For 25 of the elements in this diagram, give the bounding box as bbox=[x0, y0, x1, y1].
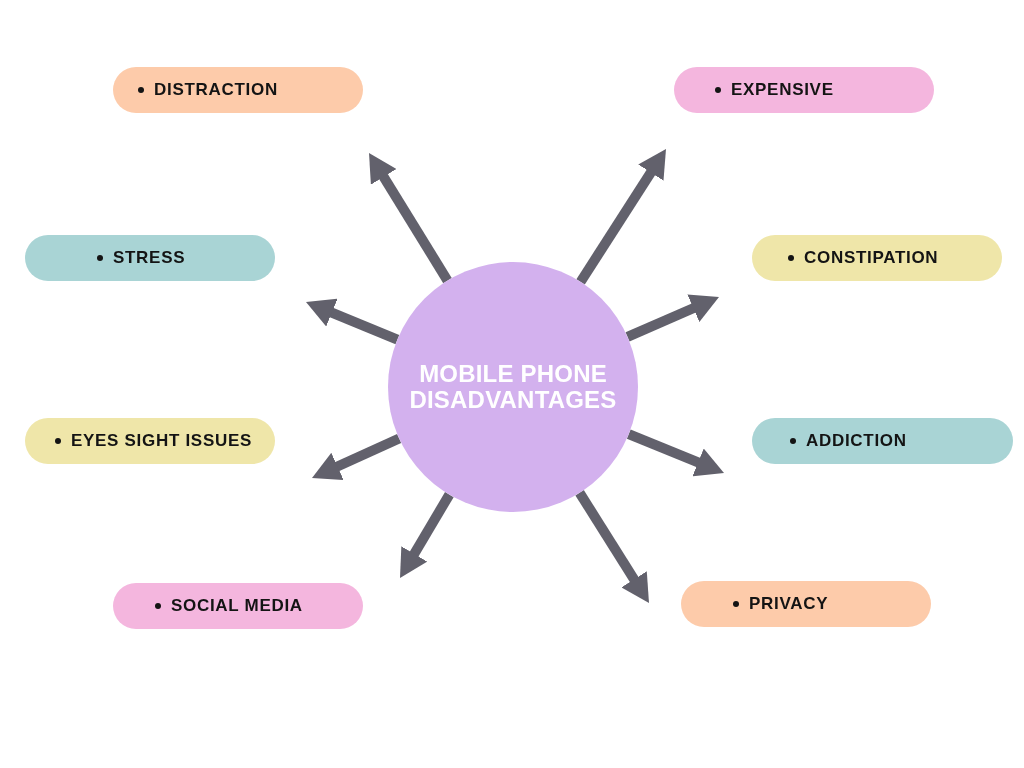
topic-label: DISTRACTION bbox=[154, 80, 278, 100]
topic-label: ADDICTION bbox=[806, 431, 907, 451]
topic-pill bbox=[681, 581, 931, 627]
arrow bbox=[626, 429, 724, 477]
topic-pill bbox=[752, 235, 1002, 281]
topic-pill bbox=[674, 67, 934, 113]
topic-label: PRIVACY bbox=[749, 594, 829, 614]
arrow bbox=[306, 298, 400, 345]
topic-label: EYES SIGHT ISSUES bbox=[71, 431, 252, 451]
topic-label: EXPENSIVE bbox=[731, 80, 834, 100]
topic-pill bbox=[113, 67, 363, 113]
topic-label: CONSTIPATION bbox=[804, 248, 939, 268]
topic-pill bbox=[25, 235, 275, 281]
arrow bbox=[625, 294, 719, 342]
arrow bbox=[400, 492, 454, 578]
arrow bbox=[575, 490, 649, 603]
arrow bbox=[312, 434, 402, 481]
arrow bbox=[576, 149, 666, 285]
topic-label: SOCIAL MEDIA bbox=[171, 596, 303, 616]
arrow bbox=[369, 153, 452, 284]
topic-pill bbox=[113, 583, 363, 629]
topic-pill bbox=[752, 418, 1013, 464]
topic-label: STRESS bbox=[113, 248, 186, 268]
topic-pill bbox=[25, 418, 275, 464]
center-title: MOBILE PHONE DISADVANTAGES bbox=[408, 361, 618, 413]
